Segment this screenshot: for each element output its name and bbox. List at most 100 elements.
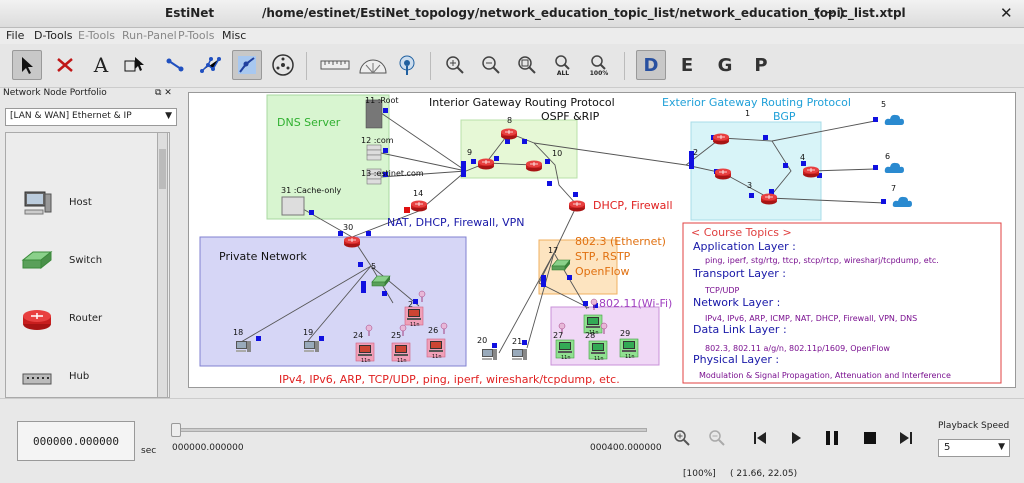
time-slider-handle[interactable] [171, 423, 181, 437]
router-node-14[interactable] [410, 200, 428, 212]
dns-region-label: DNS Server [277, 116, 341, 129]
link-lines [240, 112, 886, 354]
node-label-6: 6 [885, 152, 890, 161]
stop-button[interactable] [856, 424, 884, 452]
svg-text:11n: 11n [625, 354, 635, 360]
cloud-node-5[interactable] [884, 114, 904, 125]
host-node-20[interactable] [482, 349, 497, 360]
router-node-3[interactable] [760, 193, 778, 205]
zoom-in-button[interactable] [440, 50, 470, 80]
app-title: EstiNet [165, 6, 215, 20]
portfolio-item-switch[interactable]: Switch [6, 243, 156, 283]
playback-speed-label: Playback Speed [938, 421, 1010, 431]
topics-phy-items: Modulation & Signal Propagation, Attenua… [699, 371, 951, 380]
dns-com-server[interactable] [366, 144, 382, 161]
router-node-4[interactable] [802, 166, 820, 178]
node-label-19: 19 [303, 328, 313, 337]
select-pointer-button[interactable] [12, 50, 42, 80]
protractor-icon [359, 59, 387, 74]
menu-misc[interactable]: Misc [222, 29, 247, 42]
multi-link-icon [200, 57, 221, 73]
host-node-18[interactable] [236, 341, 251, 352]
rect-select-button[interactable] [120, 50, 150, 80]
menu-run-panel[interactable]: Run-Panel [122, 29, 177, 42]
playback-zoom-out-button[interactable] [703, 424, 731, 452]
cache-only-server[interactable] [281, 196, 305, 216]
host-node-21[interactable] [512, 349, 527, 360]
signal-range-button[interactable] [392, 50, 422, 80]
node-label-22: 2 [408, 300, 413, 309]
ruler-button[interactable] [318, 50, 352, 80]
menu-file[interactable]: File [6, 29, 25, 42]
bottom-protocols-label: IPv4, IPv6, ARP, TCP/UDP, ping, iperf, w… [279, 373, 620, 386]
igp-title: Interior Gateway Routing Protocol [429, 96, 615, 109]
ethernet-label-2: STP, RSTP [575, 250, 631, 263]
mode-d-button[interactable]: D [636, 50, 666, 80]
map-route-button[interactable] [232, 50, 262, 80]
portfolio-item-host[interactable]: Host [6, 185, 156, 225]
subnet-icon [272, 54, 294, 76]
node-label-27: 27 [553, 331, 563, 340]
title-bar: EstiNet /home/estinet/EstiNet_topology/n… [0, 0, 1024, 28]
topics-app-layer: Application Layer : [693, 240, 796, 253]
node-label-28: 28 [585, 331, 595, 340]
panel-float-close-icons[interactable]: ⧉ ✕ [155, 88, 172, 98]
current-time-display: 000000.000000 [17, 421, 135, 461]
course-topics: < Course Topics > Application Layer : pi… [691, 226, 951, 380]
delete-link-button[interactable] [50, 50, 80, 80]
host-icon [24, 191, 52, 215]
skip-to-end-button[interactable] [892, 424, 920, 452]
mode-g-button[interactable]: G [717, 54, 733, 76]
menu-e-tools[interactable]: E-Tools [78, 29, 116, 42]
skip-to-start-button[interactable] [746, 424, 774, 452]
router-node-30[interactable] [343, 236, 361, 248]
topics-trans-layer: Transport Layer : [692, 267, 786, 280]
link-tool-button[interactable] [160, 50, 190, 80]
play-button[interactable] [782, 424, 810, 452]
text-tool-button[interactable]: A [93, 53, 109, 77]
zoom-fit-button[interactable] [512, 50, 542, 80]
zoom-fit-icon [518, 56, 536, 74]
node-label-24: 24 [353, 331, 363, 340]
node-label-9: 9 [467, 148, 472, 157]
cloud-node-6[interactable] [884, 162, 904, 173]
router-node-9a[interactable] [477, 158, 495, 170]
menu-p-tools[interactable]: P-Tools [178, 29, 215, 42]
zoom-all-button[interactable]: ALL [548, 50, 578, 80]
cloud-node-7[interactable] [892, 196, 912, 207]
close-icon[interactable]: ✕ [1000, 4, 1013, 22]
portfolio-item-hub[interactable]: Hub [6, 359, 156, 397]
zoom-out-button[interactable] [476, 50, 506, 80]
pause-button[interactable] [818, 424, 846, 452]
scrollbar-thumb[interactable] [159, 149, 166, 189]
protractor-button[interactable] [356, 50, 390, 80]
start-time-label: 000000.000000 [172, 443, 244, 453]
file-path-title: /home/estinet/EstiNet_topology/network_e… [262, 6, 906, 20]
portfolio-scrollbar[interactable] [157, 132, 168, 398]
time-slider[interactable] [171, 423, 647, 437]
router-node-2[interactable] [714, 168, 732, 180]
zoom-out-icon [709, 430, 725, 446]
mode-p-button[interactable]: P [754, 54, 768, 76]
menu-d-tools[interactable]: D-Tools [34, 29, 73, 42]
router-dhcp[interactable] [568, 200, 586, 212]
playback-panel: 000000.000000 sec 000000.000000 000400.0… [0, 398, 1024, 483]
node-label-15: 5 [371, 262, 376, 271]
multi-link-button[interactable] [196, 50, 226, 80]
subnet-tool-button[interactable] [268, 50, 298, 80]
topology-canvas[interactable]: DNS Server Interior Gateway Routing Prot… [188, 92, 1016, 388]
playback-speed-value: 5 [944, 442, 951, 453]
svg-text:11n: 11n [594, 356, 604, 362]
router-node-10[interactable] [525, 160, 543, 172]
svg-text:11n: 11n [589, 330, 599, 336]
playback-zoom-in-button[interactable] [668, 424, 696, 452]
zoom-100-button[interactable]: 100% [584, 50, 614, 80]
router-node-1[interactable] [712, 133, 730, 145]
mode-e-button[interactable]: E [680, 54, 694, 76]
topics-app-items: ping, iperf, stg/rtg, ttcp, stcp/rtcp, w… [705, 256, 939, 265]
host-node-19[interactable] [304, 341, 319, 352]
router-node-8[interactable] [500, 128, 518, 140]
portfolio-item-router[interactable]: Router [6, 301, 156, 341]
playback-speed-select[interactable]: 5 ▼ [938, 439, 1010, 457]
portfolio-category-select[interactable]: [LAN & WAN] Ethernet & IP ▼ [5, 108, 177, 126]
